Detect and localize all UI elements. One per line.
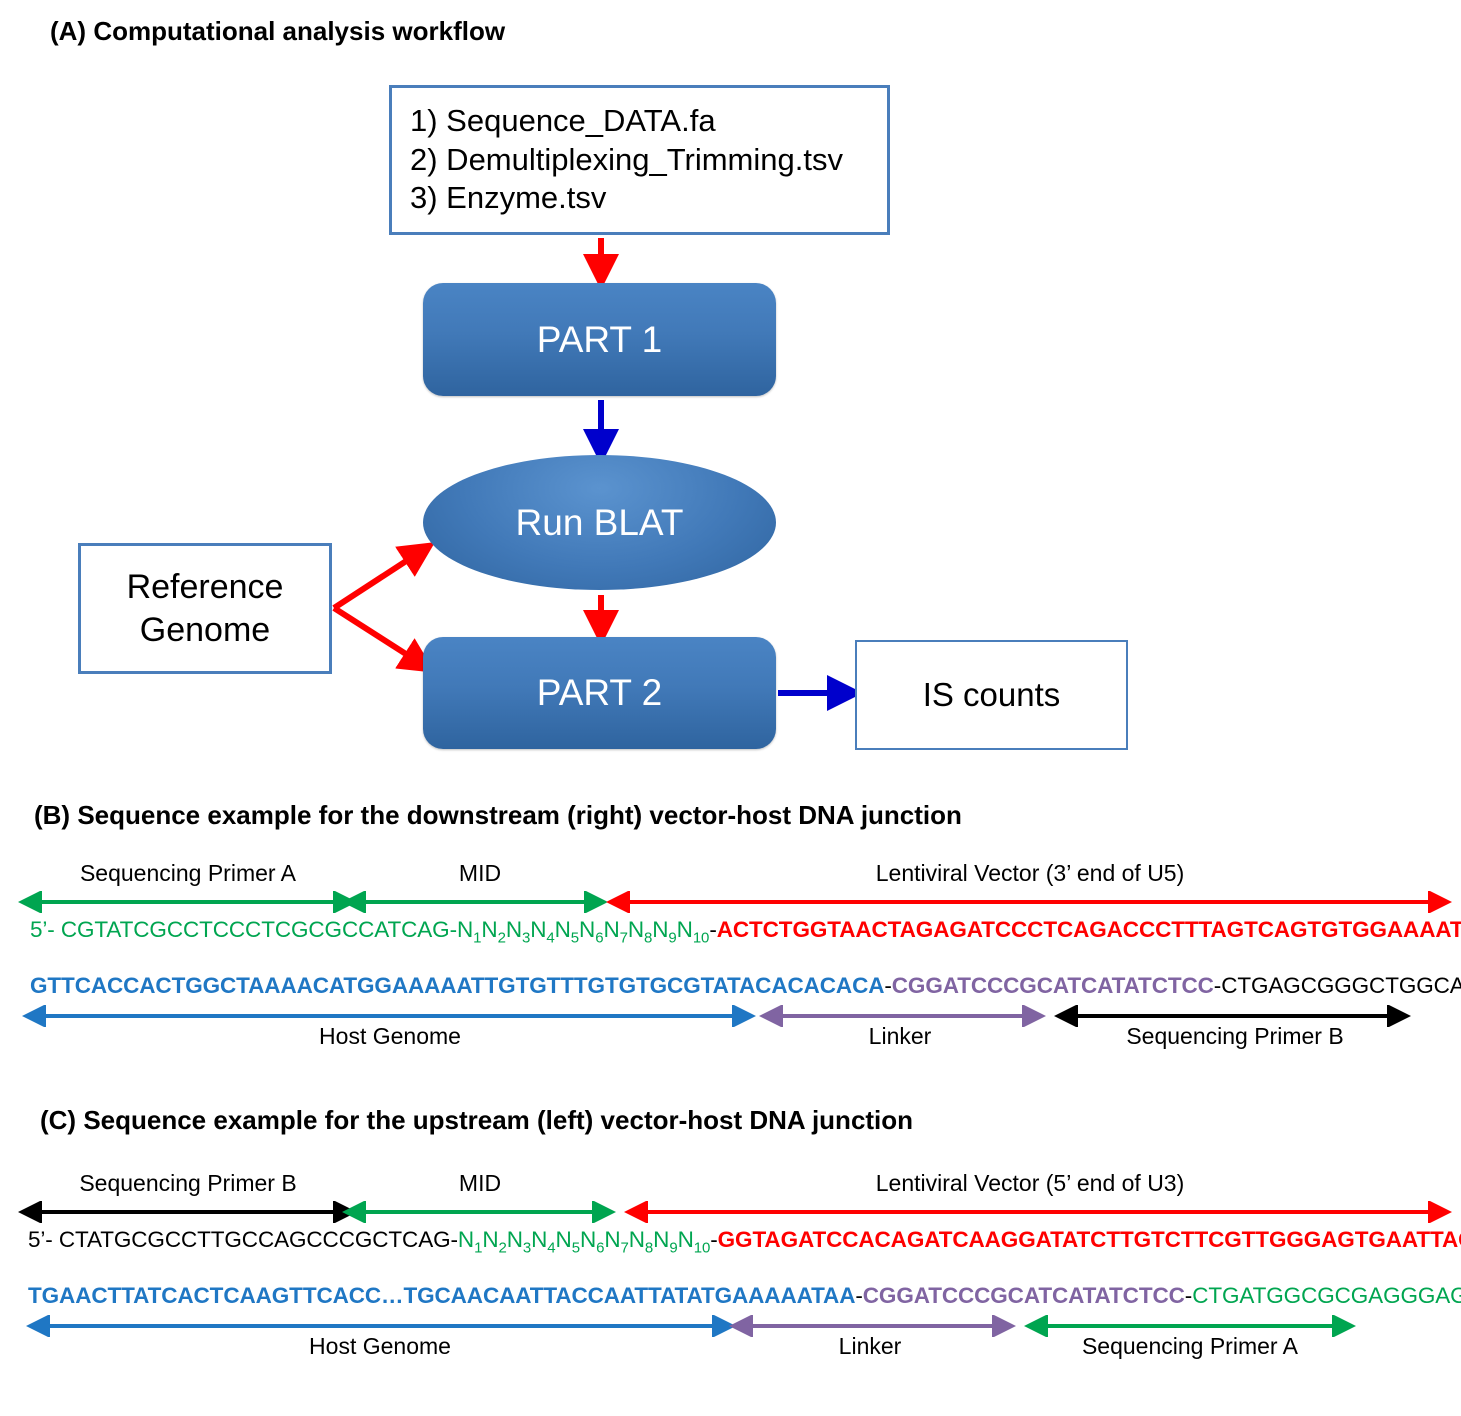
panel-c-sequence-line-2: TGAACTTATCACTCAAGTTCACC…TGCAACAATTACCAAT… (28, 1283, 1461, 1309)
b-mid-seq: N1N2N3N4N5N6N7N8N9N10 (457, 917, 710, 947)
panel-c-sequence-line-1: 5’- CTATGCGCCTTGCCAGCCCGCTCAG-N1N2N3N4N5… (28, 1227, 1461, 1257)
label-host-genome: Host Genome (319, 1023, 461, 1049)
panel-c-bottom-arrows (26, 1315, 1356, 1337)
panel-c-title: (C) Sequence example for the upstream (l… (40, 1105, 914, 1135)
run-blat-label: Run BLAT (515, 501, 684, 543)
label-c-linker: Linker (838, 1333, 902, 1359)
panel-b-sequence-line-1: 5’- CGTATCGCCTCCCTCGCGCCATCAG-N1N2N3N4N5… (30, 917, 1461, 947)
label-c-host-genome: Host Genome (309, 1333, 451, 1359)
panel-c-sequence: Sequencing Primer B MID Lentiviral Vecto… (0, 1170, 1461, 1380)
b-5prime: 5’- (30, 917, 61, 942)
label-c-sequencing-primer-b: Sequencing Primer B (79, 1170, 297, 1196)
c-primer-a-seq: CTGATGGCGCGAGGGAGGCGATACG (1192, 1283, 1461, 1308)
panel-b-bottom-labels: Host Genome Linker Sequencing Primer B (0, 1005, 1461, 1061)
is-counts-node: IS counts (855, 640, 1128, 750)
input-file-3: 3) Enzyme.tsv (410, 180, 607, 216)
panel-b-bottom-arrows (22, 1005, 1411, 1027)
input-file-1: 1) Sequence_DATA.fa (410, 102, 716, 138)
input-file-2: 2) Demultiplexing_Trimming.tsv (410, 141, 843, 177)
part1-label: PART 1 (536, 318, 663, 360)
panel-b-top-labels: Sequencing Primer A MID Lentiviral Vecto… (0, 860, 1461, 916)
panel-b-top-arrows (18, 891, 1452, 913)
run-blat-node: Run BLAT (423, 455, 776, 590)
panel-a-workflow: 1) Sequence_DATA.fa 2) Demultiplexing_Tr… (78, 85, 1128, 750)
label-mid: MID (458, 860, 502, 886)
label-c-sequencing-primer-a: Sequencing Primer A (1081, 1333, 1299, 1359)
b-linker-seq: CGGATCCCGCATCATATCTCC (891, 973, 1214, 998)
input-files-box: 1) Sequence_DATA.fa 2) Demultiplexing_Tr… (389, 85, 890, 235)
b-host-seq: GTTCACCACTGGCTAAAACATGGAAAAATTGTGTTTGTGT… (30, 973, 885, 998)
label-c-mid: MID (458, 1170, 502, 1196)
arrow-refgenome-to-part2 (332, 605, 436, 673)
c-linker-seq: CGGATCCCGCATCATATCTCC (862, 1283, 1185, 1308)
panel-c-bottom-labels: Host Genome Linker Sequencing Primer A (0, 1315, 1461, 1371)
b-primer-a-seq: CGTATCGCCTCCCTCGCGCCATCAG (60, 917, 450, 942)
panel-c-top-labels: Sequencing Primer B MID Lentiviral Vecto… (0, 1170, 1461, 1226)
panel-b-sequence-line-2: GTTCACCACTGGCTAAAACATGGAAAAATTGTGTTTGTGT… (30, 973, 1461, 999)
c-mid-seq: N1N2N3N4N5N6N7N8N9N10 (457, 1227, 711, 1257)
panel-c-top-arrows (18, 1201, 1452, 1223)
b-vector-seq: ACTCTGGTAACTAGAGATCCCTCAGACCCTTTAGTCAGTG… (716, 917, 1461, 942)
arrow-refgenome-to-blat (332, 542, 436, 611)
c-5prime: 5’- (28, 1227, 59, 1252)
c-vector-seq: GGTAGATCCACAGATCAAGGATATCTTGTCTTCGTTGGGA… (717, 1227, 1461, 1252)
c-host-seq: TGAACTTATCACTCAAGTTCACC…TGCAACAATTACCAAT… (28, 1283, 856, 1308)
panel-a-title: (A) Computational analysis workflow (50, 16, 506, 46)
part2-node: PART 2 (423, 637, 776, 749)
label-lentiviral-vector: Lentiviral Vector (3’ end of U5) (875, 860, 1185, 886)
panel-b-title: (B) Sequence example for the downstream … (34, 800, 962, 830)
reference-genome-label: Reference Genome (126, 568, 284, 649)
label-sequencing-primer-b: Sequencing Primer B (1126, 1023, 1344, 1049)
panel-b-sequence: Sequencing Primer A MID Lentiviral Vecto… (0, 860, 1461, 1070)
is-counts-label: IS counts (922, 676, 1061, 714)
part2-label: PART 2 (536, 672, 663, 713)
label-c-lentiviral-vector: Lentiviral Vector (5’ end of U3) (875, 1170, 1185, 1196)
reference-genome-node: Reference Genome (78, 543, 332, 674)
b-primer-b-seq: CTGAGCGGGCTGGCAAGGCGCATAG (1221, 973, 1461, 998)
label-sequencing-primer-a: Sequencing Primer A (79, 860, 297, 886)
part1-node: PART 1 (423, 283, 776, 396)
c-primer-b-seq: CTATGCGCCTTGCCAGCCCGCTCAG (58, 1227, 451, 1252)
label-linker: Linker (868, 1023, 932, 1049)
